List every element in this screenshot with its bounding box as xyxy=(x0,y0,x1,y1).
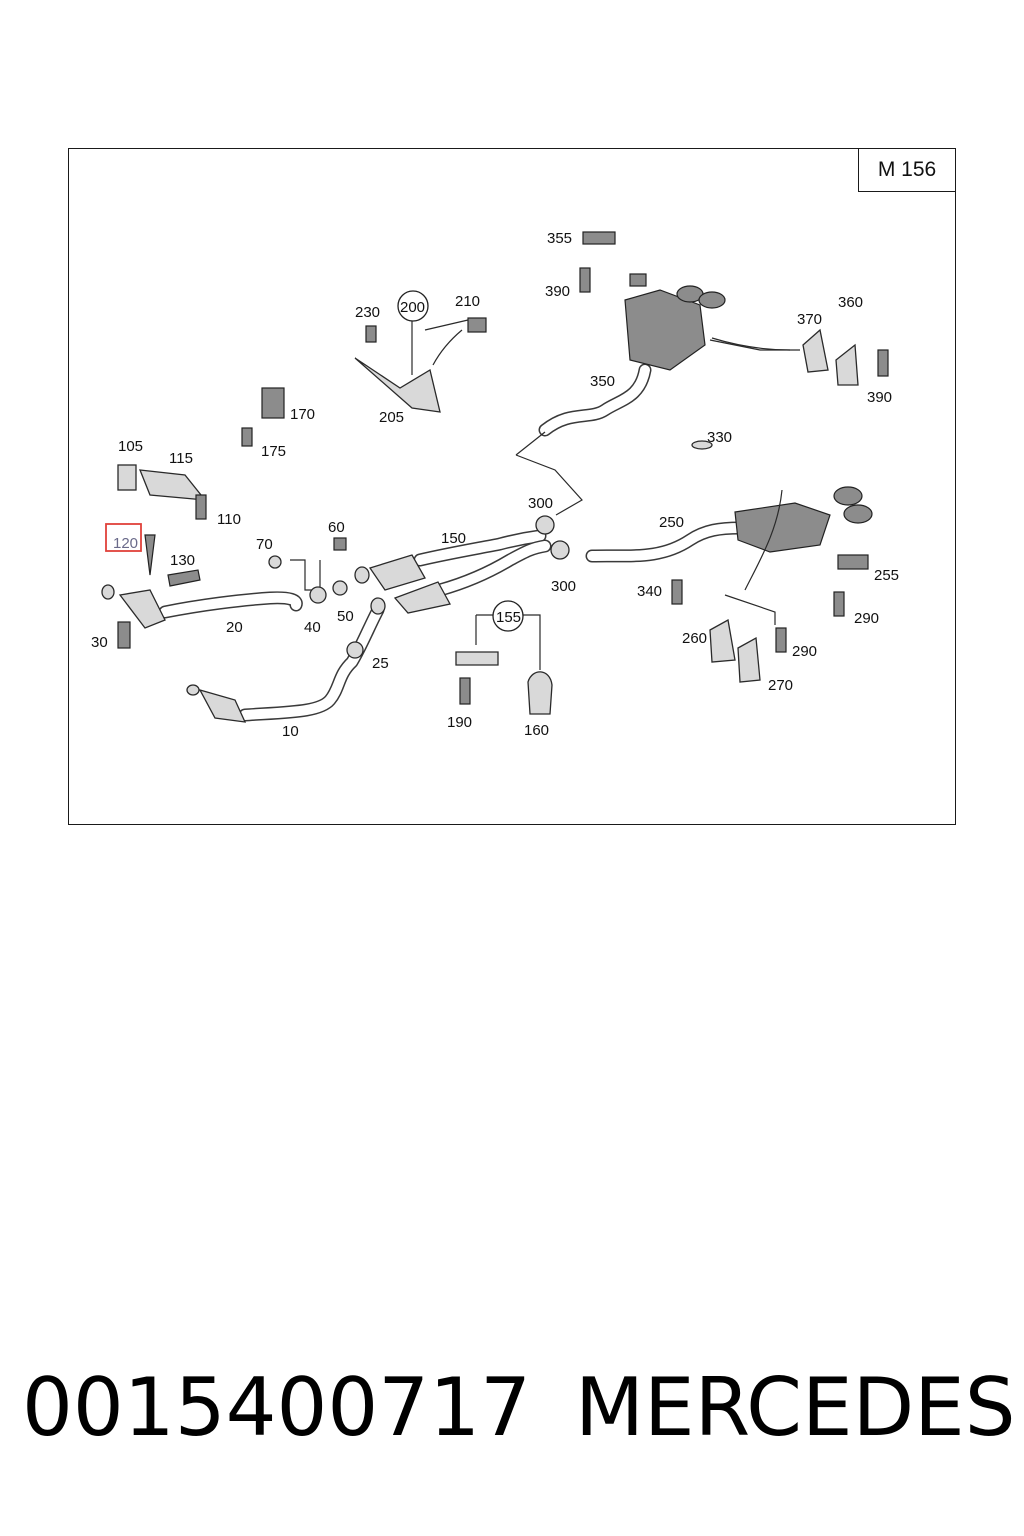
callout-270: 270 xyxy=(768,677,793,694)
pipe-350-drawing xyxy=(538,285,726,437)
callout-300-upper: 300 xyxy=(528,495,553,512)
callout-300-lower: 300 xyxy=(551,578,576,595)
callout-50: 50 xyxy=(337,608,354,625)
rear-pipe-250-drawing xyxy=(585,486,873,563)
callout-360: 360 xyxy=(838,294,863,311)
callout-70: 70 xyxy=(256,536,273,553)
callout-205: 205 xyxy=(379,409,404,426)
front-pipe-20-drawing xyxy=(101,584,303,629)
callout-115: 115 xyxy=(169,450,193,467)
callout-200: 200 xyxy=(400,299,425,316)
brand-name: MERCEDES xyxy=(575,1361,1016,1454)
exhaust-system-diagram: 10 20 25 30 40 50 60 70 105 110 115 120 … xyxy=(91,230,899,740)
callout-40: 40 xyxy=(304,619,321,636)
callout-290-lower: 290 xyxy=(792,643,817,660)
callout-175: 175 xyxy=(261,443,286,460)
callout-340: 340 xyxy=(637,583,662,600)
bolts xyxy=(117,267,889,705)
center-pipe-150-drawing xyxy=(354,529,552,615)
callout-160: 160 xyxy=(524,722,549,739)
callout-30: 30 xyxy=(91,634,108,651)
callout-330: 330 xyxy=(707,429,732,446)
callout-230: 230 xyxy=(355,304,380,321)
arrows xyxy=(432,329,791,591)
callout-390-right: 390 xyxy=(867,389,892,406)
callout-20: 20 xyxy=(226,619,243,636)
leader-lines xyxy=(290,318,800,670)
callout-130: 130 xyxy=(170,552,195,569)
callout-60: 60 xyxy=(328,519,345,536)
model-code-label: M 156 xyxy=(858,148,956,192)
callout-390-upper: 390 xyxy=(545,283,570,300)
front-pipe-10-drawing xyxy=(186,603,385,723)
parts-diagram-frame xyxy=(68,148,956,825)
callout-255: 255 xyxy=(874,567,899,584)
callout-260: 260 xyxy=(682,630,707,647)
callout-290-right: 290 xyxy=(854,610,879,627)
callout-120: 120 xyxy=(113,535,138,552)
callout-105: 105 xyxy=(118,438,143,455)
callout-170: 170 xyxy=(290,406,315,423)
callout-10: 10 xyxy=(282,723,299,740)
callout-155: 155 xyxy=(496,609,521,626)
callout-250: 250 xyxy=(659,514,684,531)
callout-350: 350 xyxy=(590,373,615,390)
hangers-brackets xyxy=(117,231,869,715)
callout-370: 370 xyxy=(797,311,822,328)
part-number: 0015400717 xyxy=(22,1361,531,1454)
callout-210: 210 xyxy=(455,293,480,310)
highlight-box xyxy=(105,523,142,552)
callout-150: 150 xyxy=(441,530,466,547)
callout-25: 25 xyxy=(372,655,389,672)
callout-155-circle xyxy=(492,600,524,632)
callout-200-circle xyxy=(397,290,429,322)
callout-355: 355 xyxy=(547,230,572,247)
callout-110: 110 xyxy=(217,511,241,528)
callout-190: 190 xyxy=(447,714,472,731)
